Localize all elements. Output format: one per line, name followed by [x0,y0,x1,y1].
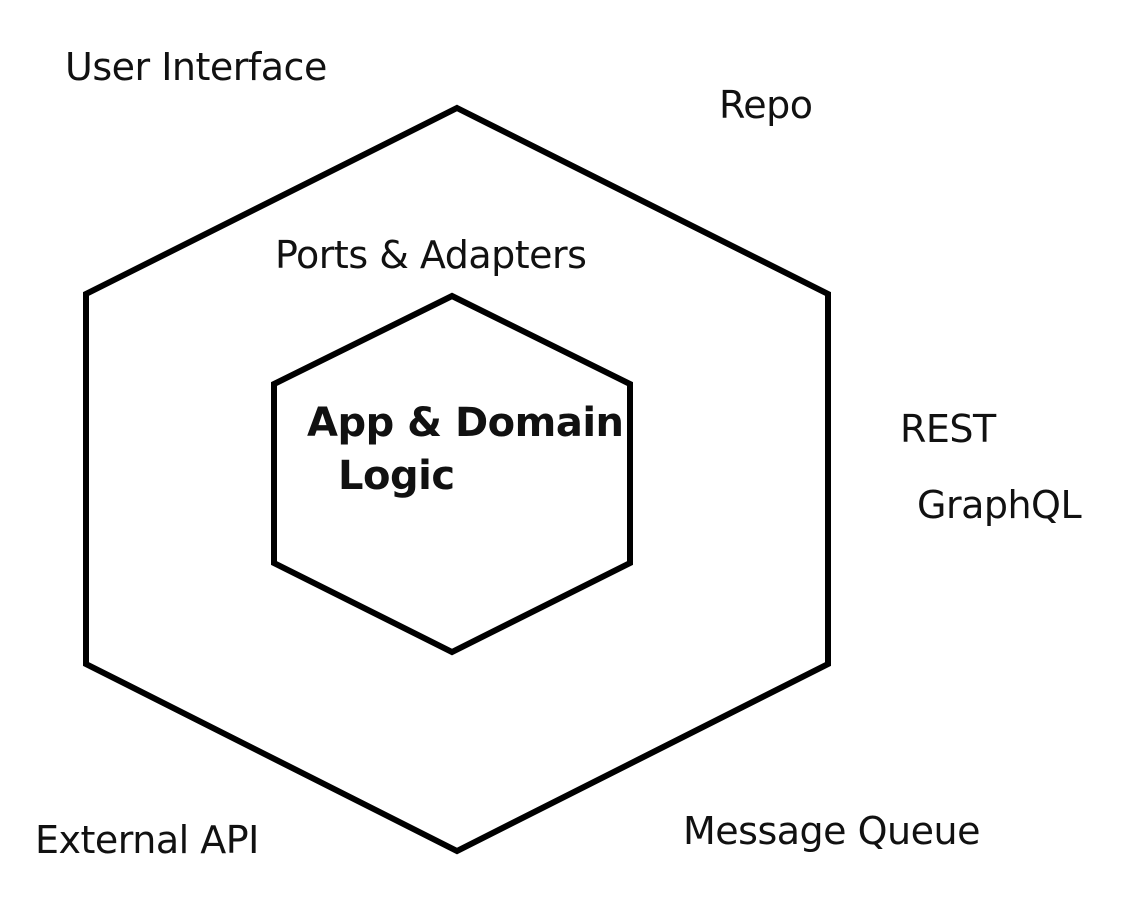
graphql-label: GraphQL [917,483,1082,527]
core-label-line1: App & Domain [307,400,624,446]
outer-hexagon [83,104,831,855]
message-queue-label: Message Queue [683,809,980,853]
ports-adapters-label: Ports & Adapters [275,233,587,277]
user-interface-label: User Interface [65,45,327,89]
core-label-line2: Logic [338,453,455,499]
inner-hexagon [271,292,633,656]
repo-label: Repo [719,83,813,127]
rest-label: REST [900,407,996,451]
external-api-label: External API [35,818,259,862]
